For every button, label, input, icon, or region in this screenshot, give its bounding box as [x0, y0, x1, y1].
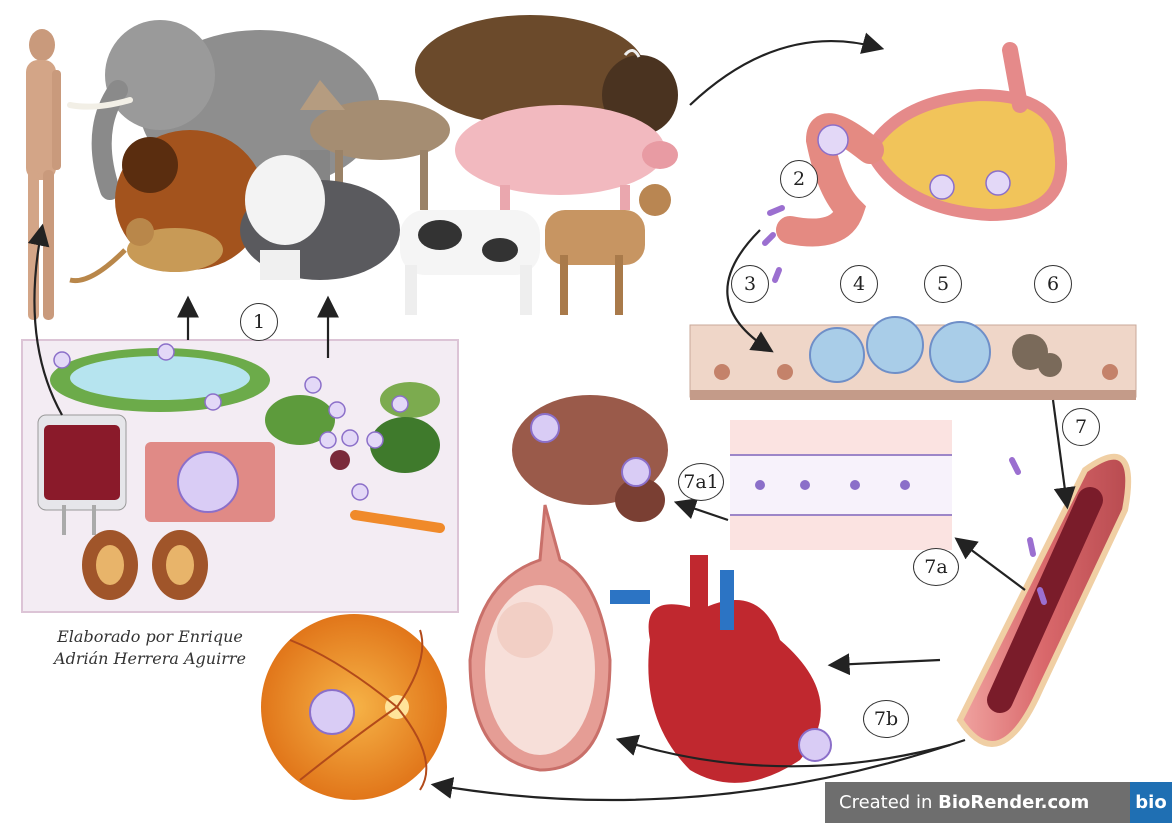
- nervous-tissue-band: [730, 420, 952, 550]
- watermark-brand: BioRender.com: [938, 792, 1089, 813]
- brain: [512, 395, 668, 522]
- pronghorn: [545, 184, 671, 315]
- watermark-text: Created in BioRender.com: [839, 792, 1089, 813]
- biorender-watermark: Created in BioRender.com bio: [825, 782, 1172, 823]
- arrow-nervous-tissue-to-brain: [678, 503, 728, 520]
- calf: [400, 210, 540, 315]
- muscle-tissue: [145, 442, 275, 522]
- step-label-5: 5: [924, 265, 962, 303]
- step-label-2: 2: [780, 160, 818, 198]
- transmission-sources-panel: [22, 340, 458, 612]
- biorender-logo: bio: [1130, 782, 1172, 823]
- step-label-7a1: 7a1: [678, 463, 724, 501]
- intestinal-epithelium: [690, 317, 1136, 400]
- step-label-7: 7: [1062, 408, 1100, 446]
- author-credit: Elaborado por Enrique Adrián Herrera Agu…: [40, 626, 260, 670]
- human-figure: [26, 29, 61, 320]
- retina: [261, 614, 447, 800]
- step-label-4: 4: [840, 265, 878, 303]
- author-credit-line-2: Adrián Herrera Aguirre: [40, 648, 260, 670]
- step-label-1: 1: [240, 303, 278, 341]
- hosts-group: [26, 15, 678, 320]
- fetus-in-uterus: [470, 505, 610, 770]
- author-credit-line-1: Elaborado por Enrique: [40, 626, 260, 648]
- step-label-7b: 7b: [863, 700, 909, 738]
- arrow-vessel-to-heart: [832, 660, 940, 665]
- stomach-intestine: [790, 50, 1061, 233]
- heart: [610, 555, 831, 783]
- arrow-hosts-to-stomach: [690, 41, 880, 105]
- step-label-6: 6: [1034, 265, 1072, 303]
- arrow-vessel-to-nervous-tissue: [958, 540, 1025, 590]
- step-label-7a: 7a: [913, 548, 959, 586]
- watermark-prefix: Created in: [839, 792, 938, 813]
- step-label-3: 3: [731, 265, 769, 303]
